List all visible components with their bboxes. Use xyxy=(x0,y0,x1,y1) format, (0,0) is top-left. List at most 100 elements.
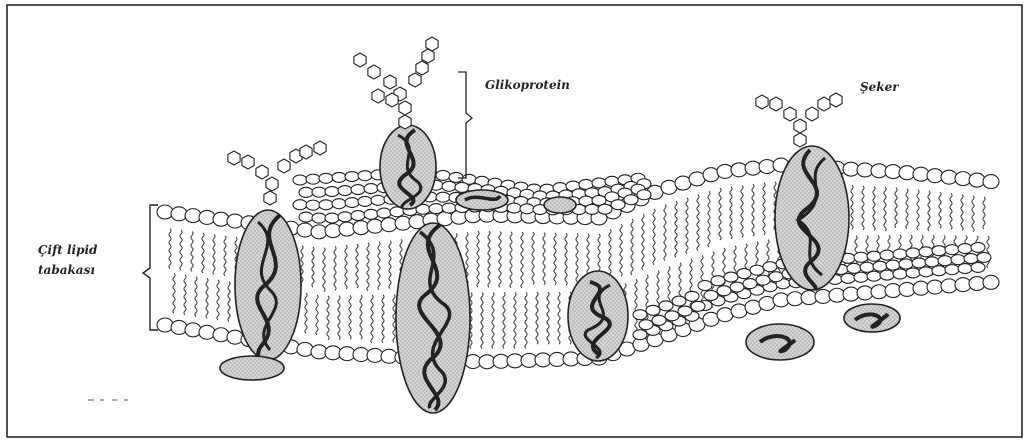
lipid-tail xyxy=(536,292,538,344)
sugar-ring xyxy=(794,133,806,147)
lipid-tail xyxy=(708,191,710,247)
sugar-ring xyxy=(266,177,278,191)
lipid-head xyxy=(332,172,346,182)
lipid-head xyxy=(672,296,686,306)
lipid-head xyxy=(756,275,770,285)
lipid-head xyxy=(867,271,881,281)
lipid-head xyxy=(381,218,397,232)
lipid-head xyxy=(925,257,939,267)
lipid-tail xyxy=(719,188,721,240)
lipid-head xyxy=(730,282,744,292)
lipid-tail xyxy=(360,295,362,339)
lipid-tail xyxy=(961,195,963,231)
lipid-head xyxy=(157,318,173,332)
lipid-head xyxy=(880,250,894,260)
lipid-tail xyxy=(917,190,919,230)
sugar-ring xyxy=(300,145,312,159)
lipid-head xyxy=(293,175,307,185)
lipid-tail xyxy=(987,236,989,268)
lipid-head xyxy=(932,266,946,276)
sugar-ring xyxy=(399,101,411,115)
lipid-head xyxy=(951,255,965,265)
lipid-head xyxy=(639,320,653,330)
lipid-head xyxy=(691,301,705,311)
glycoprotein-bracket xyxy=(458,72,472,178)
lipid-tail xyxy=(697,195,699,251)
sugar-ring xyxy=(770,97,782,111)
lipid-tail xyxy=(547,292,549,344)
lipid-head xyxy=(185,209,201,223)
lipid-tail xyxy=(642,214,644,270)
lipid-head xyxy=(367,219,383,233)
sugar-ring xyxy=(242,155,254,169)
lipid-head xyxy=(598,204,612,214)
lipid-head xyxy=(293,200,307,210)
lipid-tail xyxy=(356,244,358,288)
lipid-tail xyxy=(378,242,380,290)
lipid-head xyxy=(886,260,900,270)
sugar-ring xyxy=(354,53,366,67)
lipid-head xyxy=(199,210,215,224)
lipid-tail xyxy=(191,231,193,271)
lipid-tail xyxy=(173,273,175,313)
lipid-head xyxy=(737,269,751,279)
lipid-head xyxy=(743,279,757,289)
lipid-head xyxy=(659,301,673,311)
lipid-head xyxy=(867,251,881,261)
lipid-tail xyxy=(180,230,182,270)
lipid-head xyxy=(854,252,868,262)
lipid-head xyxy=(171,207,187,221)
lipid-tail xyxy=(525,292,527,348)
lipid-head xyxy=(958,244,972,254)
lipid-tail xyxy=(349,295,351,339)
lipid-tail xyxy=(367,243,369,291)
lipid-tail xyxy=(345,245,347,289)
cytoplasmic-anchor xyxy=(220,356,284,380)
sugar-ring xyxy=(830,93,842,107)
lipid-tail xyxy=(492,292,494,348)
lipid-head xyxy=(646,305,660,315)
lipid-head xyxy=(312,213,326,223)
sugar-ring xyxy=(818,97,830,111)
lipid-tail xyxy=(664,205,666,261)
lipid-head xyxy=(860,262,874,272)
lipid-head xyxy=(306,174,320,184)
lipid-head xyxy=(932,246,946,256)
sugar-ring xyxy=(416,61,428,75)
lipid-tail xyxy=(213,234,215,274)
lipid-head xyxy=(724,272,738,282)
lipid-head xyxy=(442,181,456,191)
lipid-tail xyxy=(873,186,875,230)
lipid-head xyxy=(854,272,868,282)
proteins xyxy=(220,125,900,413)
lipid-head xyxy=(652,315,666,325)
lipid-tail xyxy=(371,295,373,343)
lipid-head xyxy=(971,262,985,272)
lipid-tail xyxy=(950,193,952,229)
lipid-head xyxy=(912,258,926,268)
lipid-head xyxy=(455,182,469,192)
lipid-head xyxy=(345,198,359,208)
lipid-head xyxy=(841,273,855,283)
lipid-tail xyxy=(543,233,545,285)
lipid-head xyxy=(157,205,173,219)
lipid-tail xyxy=(217,280,219,320)
lipid-head xyxy=(297,342,313,356)
lipid-bilayer-label-line2: tabakası xyxy=(38,260,97,280)
lipid-head xyxy=(338,212,352,222)
lipid-head xyxy=(899,259,913,269)
lipid-tail xyxy=(972,196,974,232)
sugar-ring xyxy=(278,159,290,173)
lipid-tail xyxy=(389,241,391,289)
lipid-head xyxy=(585,204,599,214)
lipid-head xyxy=(306,200,320,210)
surface-protein-tiny xyxy=(544,197,576,213)
lipid-tail xyxy=(195,277,197,317)
lipid-bilayer-label: Çift lipid tabakası xyxy=(38,240,97,280)
lipid-head xyxy=(319,200,333,210)
lipid-tail xyxy=(730,187,732,239)
lipid-head xyxy=(377,208,391,218)
lipid-head xyxy=(358,171,372,181)
lipid-head xyxy=(364,184,378,194)
